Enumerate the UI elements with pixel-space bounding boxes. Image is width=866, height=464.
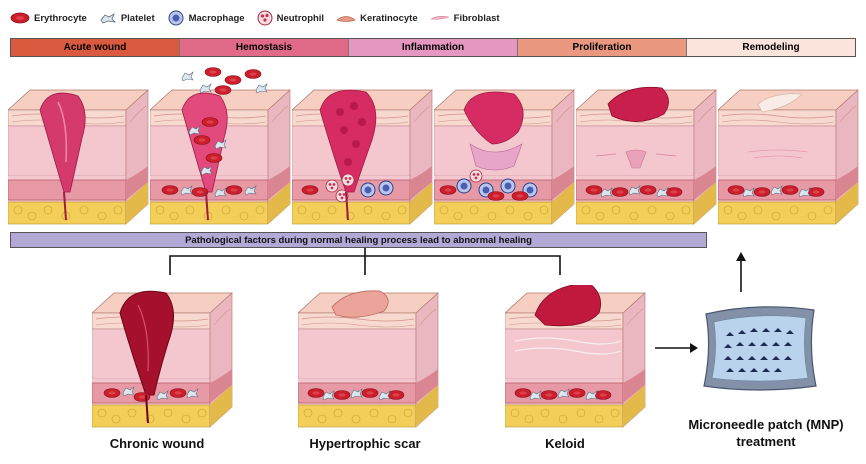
legend-item-macrophage: Macrophage <box>167 10 245 26</box>
stage-inflammation: Inflammation <box>349 39 518 56</box>
platelet-icon <box>100 13 116 24</box>
stage-bar: Acute wound Hemostasis Inflammation Prol… <box>10 38 856 57</box>
legend: Erythrocyte Platelet Macrophage Neutroph… <box>10 8 500 28</box>
caption-treatment-line2: treatment <box>736 434 796 449</box>
stage-hemostasis: Hemostasis <box>180 39 349 56</box>
legend-label-fibroblast: Fibroblast <box>453 12 500 24</box>
panel-hypertrophic-scar <box>298 290 439 428</box>
stage-remodeling: Remodeling <box>687 39 855 56</box>
raised-scar <box>331 290 389 318</box>
legend-label-erythrocyte: Erythrocyte <box>34 12 87 24</box>
legend-item-neutrophil: Neutrophil <box>257 10 325 26</box>
panel-keloid <box>505 285 646 428</box>
fibroblast-icon <box>429 16 449 20</box>
legend-item-erythrocyte: Erythrocyte <box>10 12 87 24</box>
erythrocyte-icon <box>10 12 30 24</box>
caption-hypertrophic-scar: Hypertrophic scar <box>309 436 421 451</box>
panel-chronic-wound <box>92 290 233 428</box>
panel-inflammation <box>292 89 433 225</box>
keratinocyte-icon <box>336 16 356 22</box>
legend-label-macrophage: Macrophage <box>188 12 245 24</box>
wound-cleft <box>39 92 86 193</box>
panel-remodeling <box>718 89 859 225</box>
legend-label-platelet: Platelet <box>120 12 155 24</box>
legend-item-keratinocyte: Keratinocyte <box>336 12 418 24</box>
panel-proliferation <box>576 86 717 225</box>
stage-proliferation: Proliferation <box>518 39 687 56</box>
macrophage-icon <box>168 10 184 26</box>
panel-inflammation-2 <box>434 89 575 225</box>
caption-keloid: Keloid <box>545 436 585 451</box>
caption-treatment-line1: Microneedle patch (MNP) <box>688 417 844 432</box>
legend-label-keratinocyte: Keratinocyte <box>360 12 418 24</box>
pathology-banner: Pathological factors during normal heali… <box>10 232 707 248</box>
keloid-mass <box>534 285 602 327</box>
neutrophil-icon <box>257 10 273 26</box>
chronic-wound-cleft <box>119 290 174 396</box>
panel-hemostasis <box>150 89 291 225</box>
legend-item-platelet: Platelet <box>99 12 155 24</box>
legend-label-neutrophil: Neutrophil <box>276 12 325 24</box>
panel-acute-wound <box>8 89 149 225</box>
legend-item-fibroblast: Fibroblast <box>429 12 500 24</box>
caption-treatment: Microneedle patch (MNP) treatment <box>676 416 856 450</box>
caption-chronic-wound: Chronic wound <box>109 436 205 451</box>
stage-acute-wound: Acute wound <box>11 39 180 56</box>
microneedle-patch <box>703 306 817 391</box>
